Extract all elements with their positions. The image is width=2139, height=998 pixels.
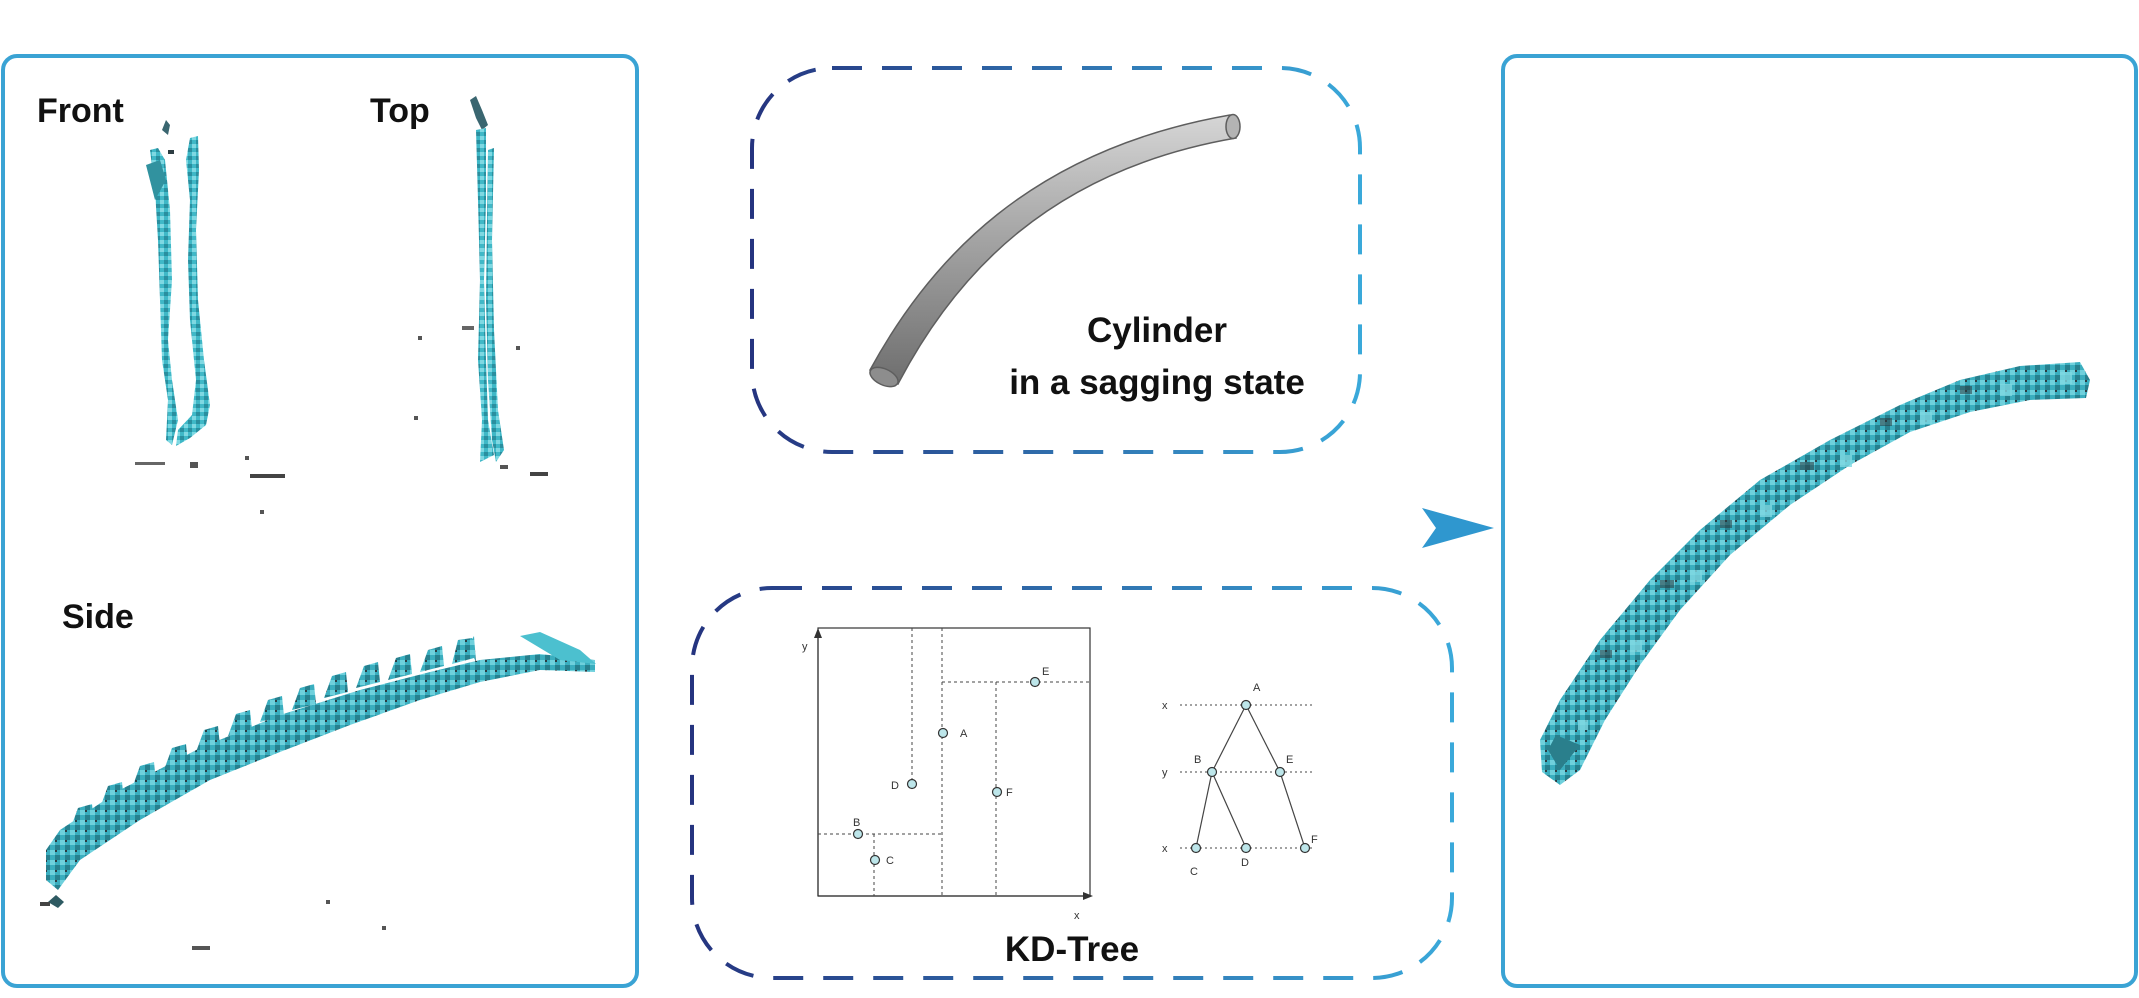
tree-node-c-label: C [1190,866,1198,878]
cylinder-caption-line2: in a sagging state [1009,363,1305,402]
kdtree-box-frame [690,586,1454,980]
point-a-label: A [960,728,968,740]
sagging-cylinder-shape [868,113,1241,388]
tree-node-f [1299,842,1311,854]
tree-level1-axis: x [1162,700,1168,712]
point-a [937,727,949,739]
front-view-label: Front [37,92,124,130]
point-b [852,828,864,840]
side-view-point-cloud [40,632,596,950]
kdtree-caption: KD-Tree [1005,930,1139,969]
partition-y-axis-label: y [802,641,808,653]
point-e-label: E [1042,666,1049,678]
point-d [906,778,918,790]
tree-node-a-label: A [1253,682,1261,694]
left-panel-frame [1,54,639,988]
front-view-point-cloud [135,120,285,514]
point-d-label: D [891,780,899,792]
tree-node-e-label: E [1286,754,1293,766]
point-e [1029,676,1041,688]
cylinder-box-frame [750,66,1362,454]
right-panel-frame [1501,54,2138,988]
tree-node-c [1190,842,1202,854]
arrowhead-icon [1422,508,1494,548]
cylinder-caption-line1: Cylinder [1087,311,1227,350]
top-view-point-cloud [414,96,548,476]
side-view-label: Side [62,598,134,636]
partition-x-axis-label: x [1074,910,1080,922]
point-f [991,786,1003,798]
kdtree-partition-plot: y x A B C D E F [802,627,1093,922]
point-c-label: C [886,855,894,867]
right-panel [1501,54,2138,988]
point-c [869,854,881,866]
fitted-point-cloud [1540,362,2090,785]
cylinder-box: Cylinder in a sagging state [750,66,1362,454]
top-view-label: Top [370,92,430,130]
tree-node-b [1206,766,1218,778]
tree-node-a [1240,699,1252,711]
flow-arrow [642,508,1494,548]
point-b-label: B [853,817,860,829]
tree-level2-axis: y [1162,767,1168,779]
tree-node-f-label: F [1311,834,1318,846]
tree-node-d [1240,842,1252,854]
tree-node-b-label: B [1194,754,1201,766]
point-f-label: F [1006,787,1013,799]
tree-level3-axis: x [1162,843,1168,855]
left-panel: Front Top Side [1,54,639,988]
kdtree-tree: x y x A B E C D F [1162,682,1318,878]
kdtree-box: y x A B C D E F [690,586,1454,980]
tree-node-d-label: D [1241,857,1249,869]
tree-node-e [1274,766,1286,778]
